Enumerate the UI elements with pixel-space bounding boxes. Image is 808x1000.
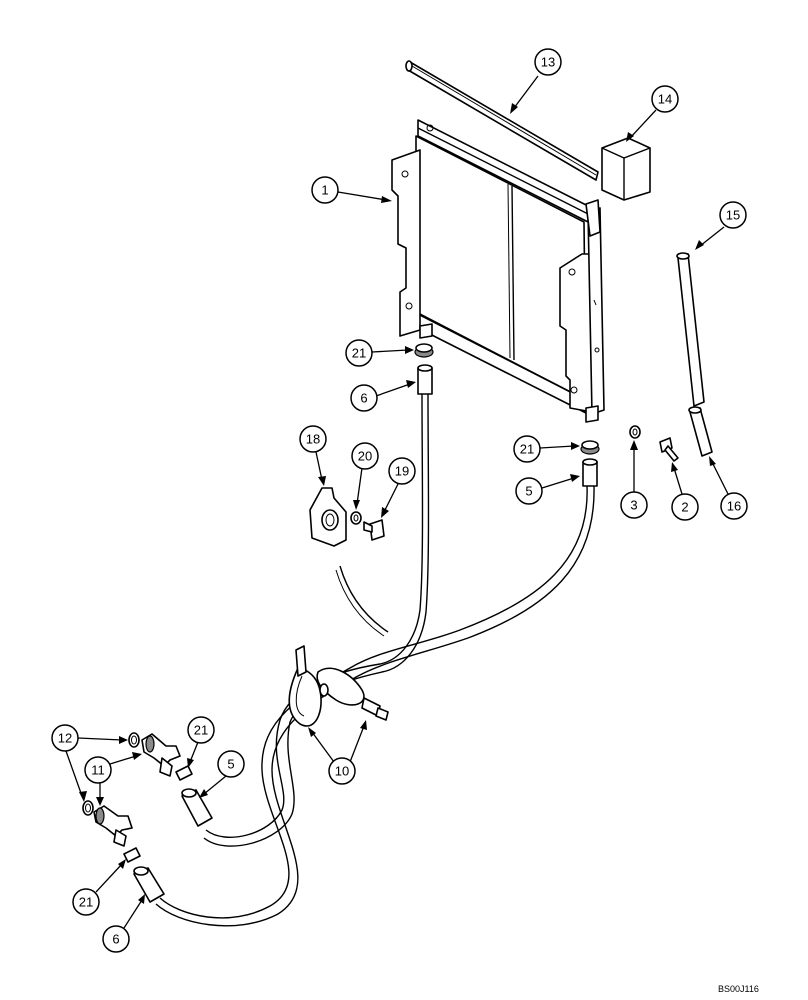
- washer-part-20: [350, 511, 362, 525]
- clamp-bracket-part-18: [309, 487, 347, 547]
- bolt-part-19: [363, 519, 385, 541]
- callout-21-upper-right[interactable]: 21: [513, 435, 580, 463]
- hose-part-6-upper: [417, 364, 433, 395]
- bolt-part-2: [659, 437, 679, 462]
- fitting-part-21-lower-right: [175, 765, 193, 781]
- svg-text:14: 14: [658, 92, 672, 107]
- svg-text:21: 21: [520, 442, 534, 457]
- callout-6-upper[interactable]: 6: [350, 380, 416, 412]
- fitting-part-21-lower-left: [123, 847, 141, 863]
- callout-14[interactable]: 14: [626, 85, 679, 142]
- seal-strip-part-16: [688, 406, 713, 457]
- svg-text:21: 21: [79, 895, 93, 910]
- callout-5-lower[interactable]: 5: [199, 750, 245, 798]
- rod-part-13: [405, 60, 599, 181]
- svg-text:6: 6: [112, 932, 119, 947]
- svg-text:16: 16: [727, 499, 741, 514]
- svg-text:12: 12: [58, 731, 72, 746]
- hose-part-6-lower: [133, 866, 165, 903]
- callout-13[interactable]: 13: [510, 48, 562, 114]
- svg-text:5: 5: [227, 757, 234, 772]
- callout-1[interactable]: 1: [311, 176, 392, 204]
- o-ring-part-12-lower: [82, 800, 94, 816]
- svg-text:18: 18: [306, 432, 320, 447]
- callout-16[interactable]: 16: [709, 456, 748, 520]
- callout-18[interactable]: 18: [299, 425, 327, 486]
- svg-text:21: 21: [352, 346, 366, 361]
- svg-text:20: 20: [358, 449, 372, 464]
- svg-text:19: 19: [395, 464, 409, 479]
- hose-part-5-lower: [181, 788, 213, 827]
- svg-text:6: 6: [360, 391, 367, 406]
- svg-text:21: 21: [194, 723, 208, 738]
- svg-text:3: 3: [630, 498, 637, 513]
- callout-21-lower-left[interactable]: 21: [72, 859, 126, 916]
- fitting-part-11-upper: [141, 733, 181, 777]
- fitting-part-21-upper-right: [580, 440, 600, 455]
- callout-11[interactable]: 11: [84, 752, 142, 806]
- svg-text:11: 11: [91, 763, 105, 778]
- svg-text:1: 1: [321, 183, 328, 198]
- callout-3[interactable]: 3: [620, 440, 648, 519]
- callout-5-upper[interactable]: 5: [515, 474, 580, 505]
- svg-text:5: 5: [525, 484, 532, 499]
- callout-2[interactable]: 2: [671, 462, 699, 521]
- callout-21-lower-right[interactable]: 21: [187, 716, 215, 768]
- block-part-14: [601, 137, 651, 201]
- figure-reference: BS00J116: [718, 984, 759, 994]
- o-ring-part-12-upper: [128, 732, 140, 748]
- svg-text:2: 2: [681, 500, 688, 515]
- callout-19[interactable]: 19: [381, 457, 416, 518]
- fitting-part-11-lower: [93, 805, 133, 847]
- seal-strip-part-15: [676, 252, 705, 407]
- callout-20[interactable]: 20: [351, 442, 379, 510]
- callout-10[interactable]: 10: [308, 720, 367, 785]
- cooler-assembly-part-1: [391, 119, 605, 423]
- callout-6-lower[interactable]: 6: [102, 894, 145, 953]
- hose-part-5-upper: [582, 458, 598, 487]
- hose-routing: [155, 393, 595, 927]
- washer-part-3: [629, 425, 641, 439]
- svg-text:15: 15: [726, 208, 740, 223]
- callout-15[interactable]: 15: [695, 201, 747, 250]
- callout-12[interactable]: 12: [51, 724, 128, 802]
- fitting-part-21-upper-left: [414, 343, 434, 358]
- hose-clamp-part-10: [288, 645, 389, 727]
- callouts: 13 14 1 15 16: [51, 48, 748, 953]
- svg-text:13: 13: [541, 55, 555, 70]
- svg-text:10: 10: [335, 764, 349, 779]
- callout-21-upper-left[interactable]: 21: [345, 339, 414, 367]
